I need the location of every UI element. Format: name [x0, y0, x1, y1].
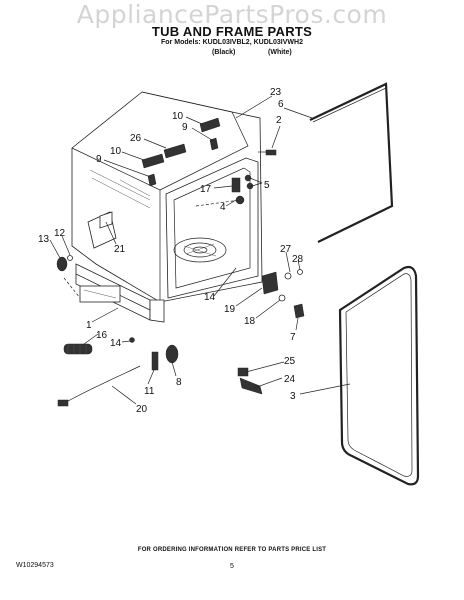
callout-18: 18	[244, 316, 256, 327]
callout-3: 3	[290, 391, 296, 402]
callout-8: 8	[176, 377, 182, 388]
document-number: W10294573	[16, 562, 54, 569]
callout-26: 26	[130, 133, 142, 144]
callout-21: 21	[114, 244, 126, 255]
callout-6: 6	[278, 99, 284, 110]
callout-7: 7	[290, 332, 296, 343]
callout-12: 12	[54, 228, 66, 239]
page-number: 5	[230, 563, 234, 570]
color-white-label: (White)	[268, 49, 292, 56]
callout-5: 5	[264, 180, 270, 191]
tub-gasket-part	[338, 265, 420, 486]
callout-10a: 10	[172, 111, 184, 122]
callout-17: 17	[200, 184, 212, 195]
callout-11: 11	[144, 386, 155, 397]
models-line: For Models: KUDL03IVBL2, KUDL03IVWH2	[161, 39, 303, 46]
tub-assembly	[71, 91, 263, 323]
callout-9a: 9	[182, 122, 188, 133]
callout-19: 19	[224, 304, 236, 315]
page-title: TUB AND FRAME PARTS	[151, 24, 313, 39]
callout-23: 23	[270, 87, 282, 98]
watermark-text: AppliancePartsPros.com	[76, 0, 388, 29]
color-black-label: (Black)	[212, 49, 236, 56]
callout-10b: 10	[110, 146, 122, 157]
door-seal-part	[309, 82, 394, 243]
callout-24: 24	[284, 374, 296, 385]
callout-27: 27	[280, 244, 292, 255]
callout-13: 13	[38, 234, 50, 245]
callout-14a: 14	[204, 292, 216, 303]
callout-1: 1	[86, 320, 92, 331]
ordering-info-footer: FOR ORDERING INFORMATION REFER TO PARTS …	[137, 547, 327, 553]
callout-2: 2	[276, 115, 282, 126]
small-parts	[56, 117, 305, 407]
callout-28: 28	[292, 254, 304, 265]
callout-4: 4	[220, 202, 226, 213]
callout-25: 25	[284, 356, 296, 367]
leader-lines	[49, 95, 351, 405]
callout-9b: 9	[96, 154, 102, 165]
callout-labels: 23 6 2 10 9 26 10 9 5 17 4 13 12 21 27 2…	[38, 87, 304, 415]
callout-14b: 14	[110, 338, 122, 349]
callout-20: 20	[136, 404, 148, 415]
callout-16: 16	[96, 330, 108, 341]
